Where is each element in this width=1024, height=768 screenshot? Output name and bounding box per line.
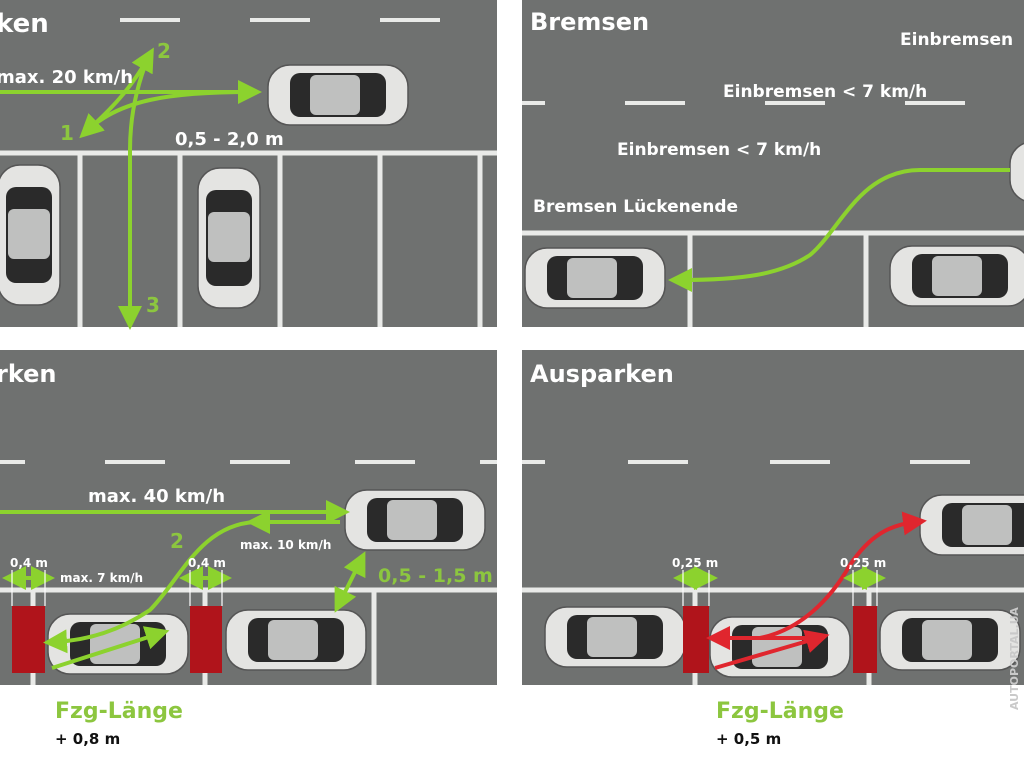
watermark: AUTOPORTAL.UA xyxy=(1008,607,1021,710)
panel-title: Ausparken xyxy=(530,360,674,388)
parking-stall-lines xyxy=(77,153,483,327)
step-2-label: 2 xyxy=(170,529,184,553)
label-einbremsen: Einbremsen xyxy=(900,30,1013,50)
car-parked xyxy=(879,609,1021,671)
label-einbremsen-7: Einbremsen < 7 km/h xyxy=(617,140,821,160)
car-parked xyxy=(889,245,1024,307)
car-parking xyxy=(47,613,189,675)
distance-label: 0,5 - 2,0 m xyxy=(175,129,284,150)
gap-left-label: 0,25 m xyxy=(672,556,718,570)
car-leaving xyxy=(919,494,1024,556)
length-add-label: + 0,8 m xyxy=(55,730,120,748)
car-parked xyxy=(544,606,686,668)
step-1-label: 1 xyxy=(60,121,74,145)
length-add-label: + 0,5 m xyxy=(716,730,781,748)
speed-10-label: max. 10 km/h xyxy=(240,538,331,552)
path-arrow xyxy=(668,168,1010,292)
speed-label: max. 20 km/h xyxy=(0,67,133,88)
clearance-block xyxy=(12,606,45,673)
car-parked xyxy=(225,609,367,671)
path-arrows xyxy=(0,500,366,670)
panel-top-left: ken max. 20 km/h 0,5 - 2,0 m 1 2 3 xyxy=(0,0,497,330)
car-moving xyxy=(267,64,409,126)
label-bremsen-lueckenende: Bremsen Lückenende xyxy=(533,197,738,217)
distance-label: 0,5 - 1,5 m xyxy=(378,565,493,587)
car-parked xyxy=(524,247,666,309)
length-label: Fzg-Länge xyxy=(716,699,844,724)
panel-title: Bremsen xyxy=(530,8,649,36)
panel-bottom-left: rken max. 40 km/h 2 max. 10 km/h 0,4 m 0… xyxy=(0,350,497,685)
path-arrows xyxy=(0,47,262,330)
gap-right-label: 0,4 m xyxy=(188,556,226,570)
clearance-block xyxy=(683,606,709,673)
panel-bottom-right: Ausparken 0,25 m 0,25 m xyxy=(522,350,1024,685)
speed-7-label: max. 7 km/h xyxy=(60,571,143,585)
step-2-label: 2 xyxy=(157,39,171,63)
gap-right-label: 0,25 m xyxy=(840,556,886,570)
panel-title: rken xyxy=(0,360,57,388)
gap-left-label: 0,4 m xyxy=(10,556,48,570)
car-moving xyxy=(344,489,486,551)
car-parked xyxy=(197,167,261,309)
clearance-block xyxy=(190,606,222,673)
clearance-block xyxy=(853,606,877,673)
step-3-label: 3 xyxy=(146,293,160,317)
panel-top-right: Bremsen Einbremsen Einbremsen < 7 km/h E… xyxy=(522,0,1024,327)
panel-title: ken xyxy=(0,9,49,39)
path-arrows xyxy=(673,511,927,670)
label-einbremsen-7: Einbremsen < 7 km/h xyxy=(723,82,927,102)
car-parked xyxy=(0,164,61,306)
speed-40-label: max. 40 km/h xyxy=(88,486,225,507)
length-label: Fzg-Länge xyxy=(55,699,183,724)
